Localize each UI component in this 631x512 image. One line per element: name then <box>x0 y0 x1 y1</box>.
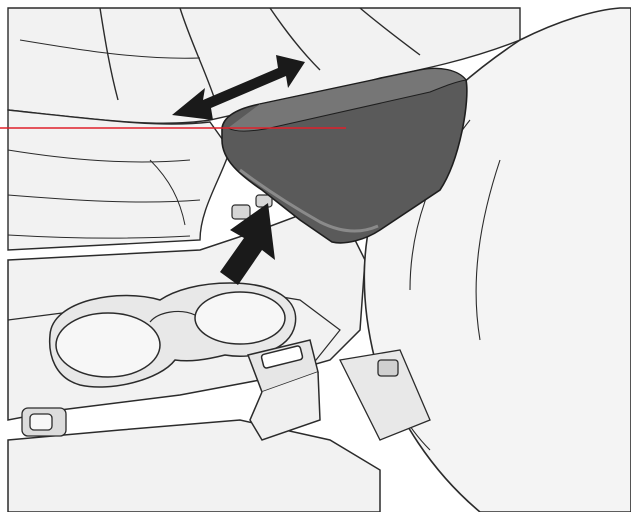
rear-seat-cushion <box>8 110 230 250</box>
seat-switch <box>22 408 66 436</box>
cupholder-left <box>56 313 160 377</box>
cupholder-right <box>195 292 285 344</box>
